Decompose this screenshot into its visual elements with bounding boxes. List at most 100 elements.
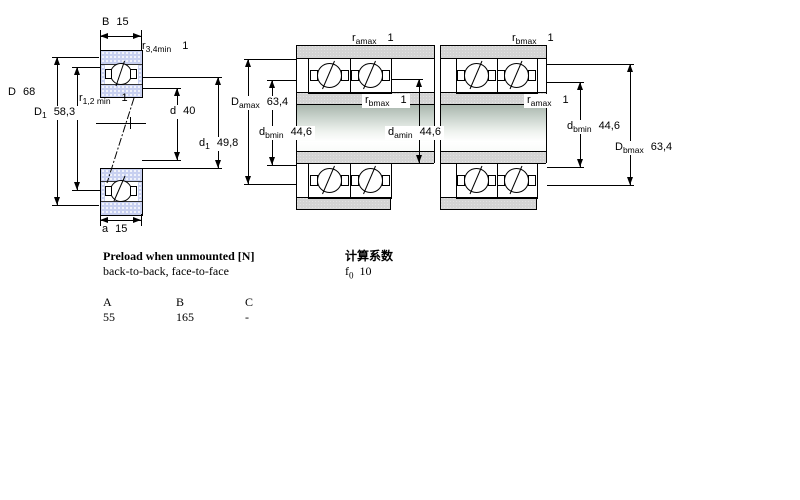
arrowhead: [416, 155, 422, 163]
cage-pocket: [528, 70, 536, 81]
dim-subscript: amax: [530, 98, 552, 109]
cage-pocket: [381, 70, 390, 81]
arrowhead: [133, 217, 141, 223]
axis-tick: [130, 117, 131, 129]
bore-line: [440, 197, 537, 198]
cage-pocket: [488, 175, 496, 186]
arrowhead: [100, 217, 108, 223]
dim-value: 49,8: [216, 137, 239, 149]
arrowhead: [215, 160, 221, 168]
dim-subscript: 1: [41, 110, 47, 121]
shaft-shoulder: [296, 151, 434, 163]
extension-line: [100, 30, 101, 50]
bearing-ball: [357, 63, 383, 88]
dim-line: [272, 80, 273, 165]
cage-pocket: [381, 175, 390, 186]
outer-ring: [101, 201, 142, 215]
dim-line: [248, 59, 249, 184]
arrowhead: [269, 80, 275, 88]
drawing-edge: [296, 45, 434, 46]
dim-value: 68: [22, 86, 36, 98]
preload-subtitle: back-to-back, face-to-face: [103, 264, 229, 278]
dim-symbol: r: [527, 94, 531, 106]
dim-value: 44,6: [598, 120, 620, 132]
dim-label-d1: d1 49,8: [196, 137, 242, 152]
dim-label-D: D 68: [8, 86, 35, 100]
housing-section: [296, 197, 390, 209]
dim-line: [57, 57, 58, 205]
dim-symbol: d: [199, 137, 206, 149]
bore-line: [440, 58, 546, 59]
dim-symbol: d: [170, 105, 177, 117]
arrowhead: [100, 33, 108, 39]
drawing-edge: [434, 45, 435, 163]
dim-subscript: 1: [205, 141, 210, 152]
arrowhead: [74, 182, 80, 190]
dim-line: [77, 67, 78, 190]
dim-subscript: amin: [394, 130, 413, 141]
bore-line: [296, 151, 434, 152]
extension-line: [142, 77, 222, 78]
dim-value: 15: [116, 16, 129, 28]
preload-title: Preload when unmounted [N]: [103, 249, 255, 263]
dim-symbol: D: [34, 106, 42, 118]
extension-line: [547, 82, 584, 83]
drawing-edge: [440, 45, 546, 46]
arrowhead: [174, 152, 180, 160]
arrowhead: [215, 77, 221, 85]
cage-pocket: [105, 186, 112, 196]
drawing-edge: [536, 197, 537, 209]
housing-section: [296, 45, 434, 58]
dim-symbol: r: [142, 40, 146, 52]
dim-value: 44,6: [290, 126, 312, 138]
axis-line: [96, 123, 146, 124]
dim-value: 63,4: [650, 141, 673, 153]
extension-line: [244, 59, 296, 60]
dim-value: 1: [182, 40, 189, 52]
cage-pocket: [130, 186, 137, 196]
preload-value-c: -: [245, 310, 249, 324]
bore-line: [296, 92, 434, 93]
extension-line: [141, 214, 142, 226]
extension-line: [547, 185, 634, 186]
dim-subscript: bmax: [622, 145, 644, 156]
bearing-ball: [316, 168, 342, 193]
preload-value-a: 55: [103, 310, 115, 324]
dim-symbol: D: [615, 141, 623, 153]
arrowhead: [133, 33, 141, 39]
ring-shoulder: [138, 65, 142, 85]
factor-symbol: f: [345, 264, 349, 278]
cage-pocket: [528, 175, 536, 186]
arrowhead: [416, 79, 422, 87]
shaft: [440, 104, 546, 151]
arrowhead: [245, 59, 251, 67]
dim-symbol: r: [352, 32, 356, 44]
bearing-ball: [110, 180, 132, 202]
drawing-edge: [296, 209, 391, 210]
dim-value: 1: [400, 94, 407, 106]
shaft-shoulder: [440, 92, 546, 104]
arrowhead: [74, 67, 80, 75]
dim-subscript: amax: [355, 36, 377, 47]
extension-line: [52, 205, 99, 206]
extension-line: [72, 67, 100, 68]
dim-symbol: D: [8, 86, 16, 98]
arrowhead: [245, 176, 251, 184]
dim-value: 1: [121, 92, 128, 104]
dim-value: 44,6: [419, 126, 441, 138]
ring-shoulder: [101, 182, 105, 202]
bore-line: [440, 151, 546, 152]
extension-line: [547, 64, 634, 65]
preload-value-b: 165: [176, 310, 194, 324]
dim-symbol: r: [365, 94, 369, 106]
